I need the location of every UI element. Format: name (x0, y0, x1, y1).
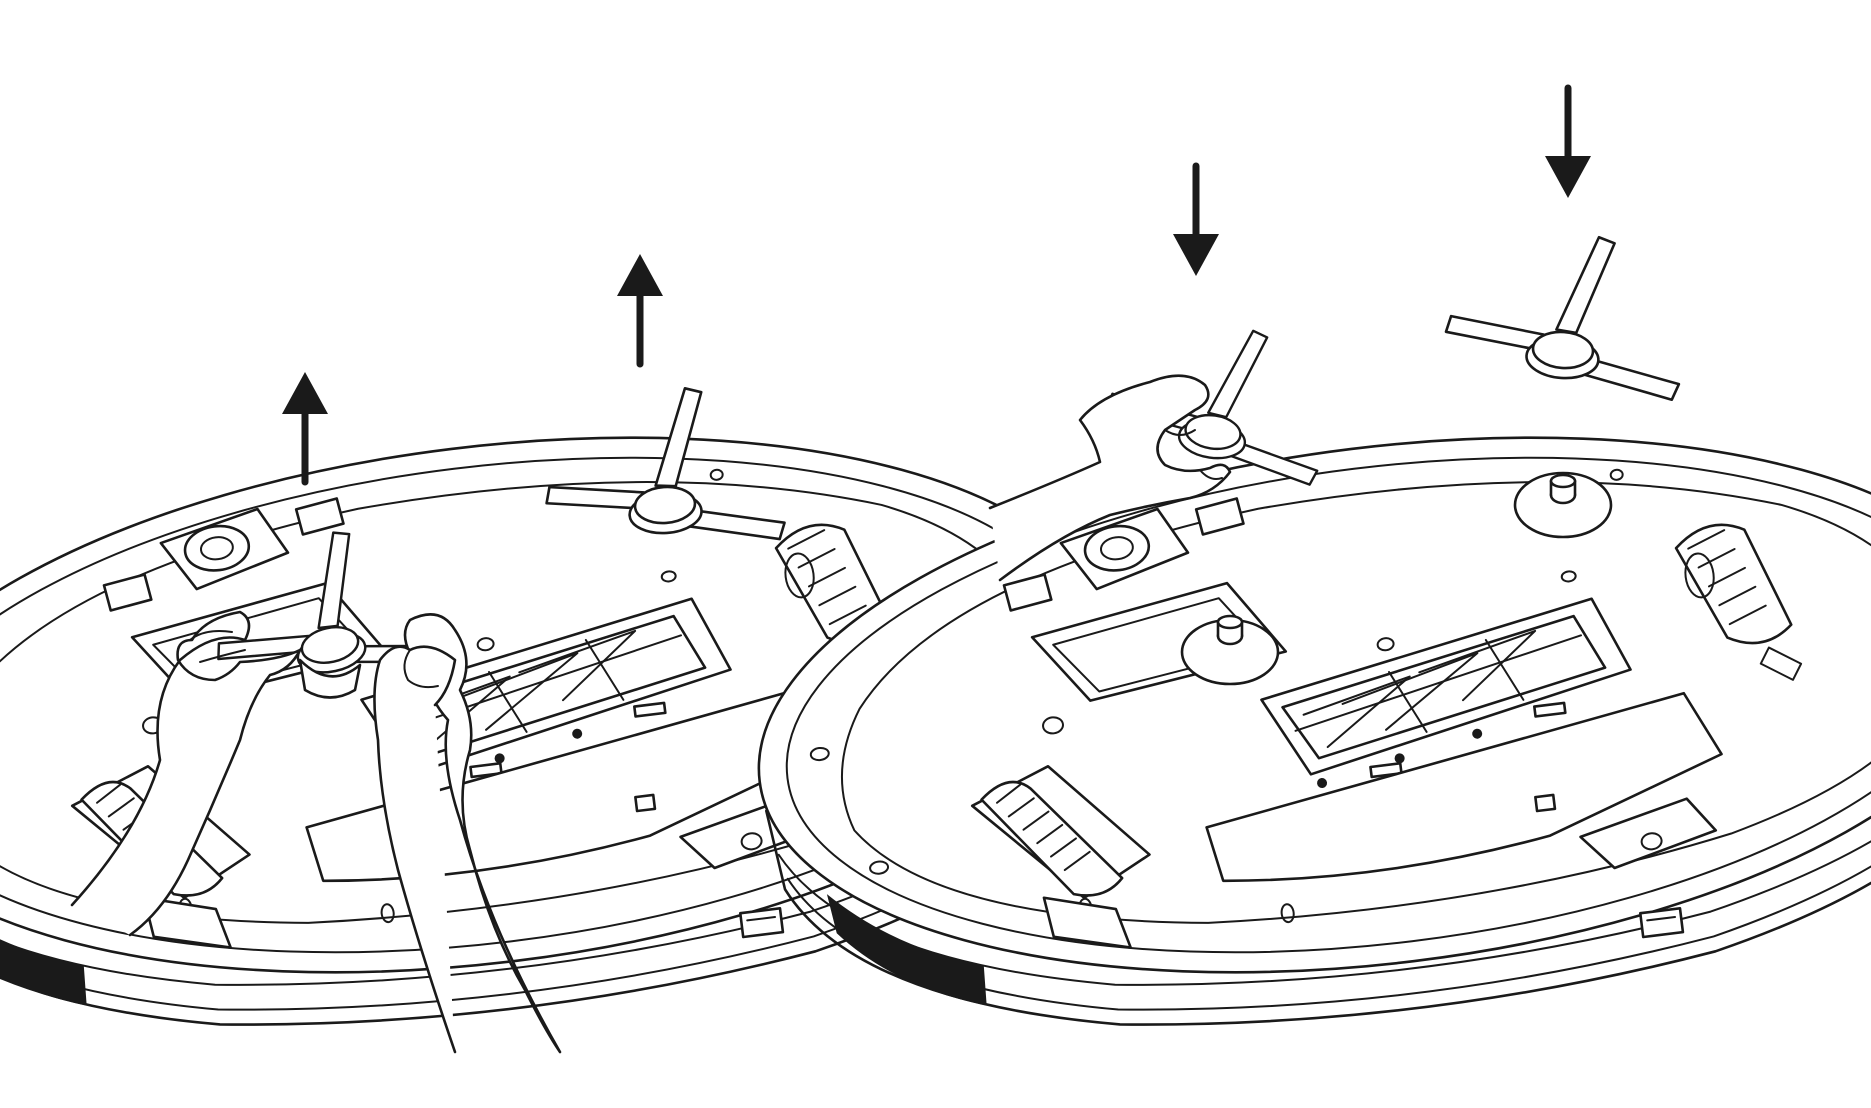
down-arrow-icon (1173, 166, 1219, 276)
left-panel-remove (0, 371, 1145, 1086)
right-panel-install (726, 225, 1871, 1086)
brush-mount-front (1180, 614, 1280, 686)
side-brush-floating (1441, 225, 1691, 402)
brush-mount-rear (1513, 471, 1613, 539)
up-arrow-icon (282, 372, 328, 482)
up-arrow-icon (617, 254, 663, 364)
down-arrow-icon (1545, 88, 1591, 198)
hand-left (70, 610, 302, 937)
